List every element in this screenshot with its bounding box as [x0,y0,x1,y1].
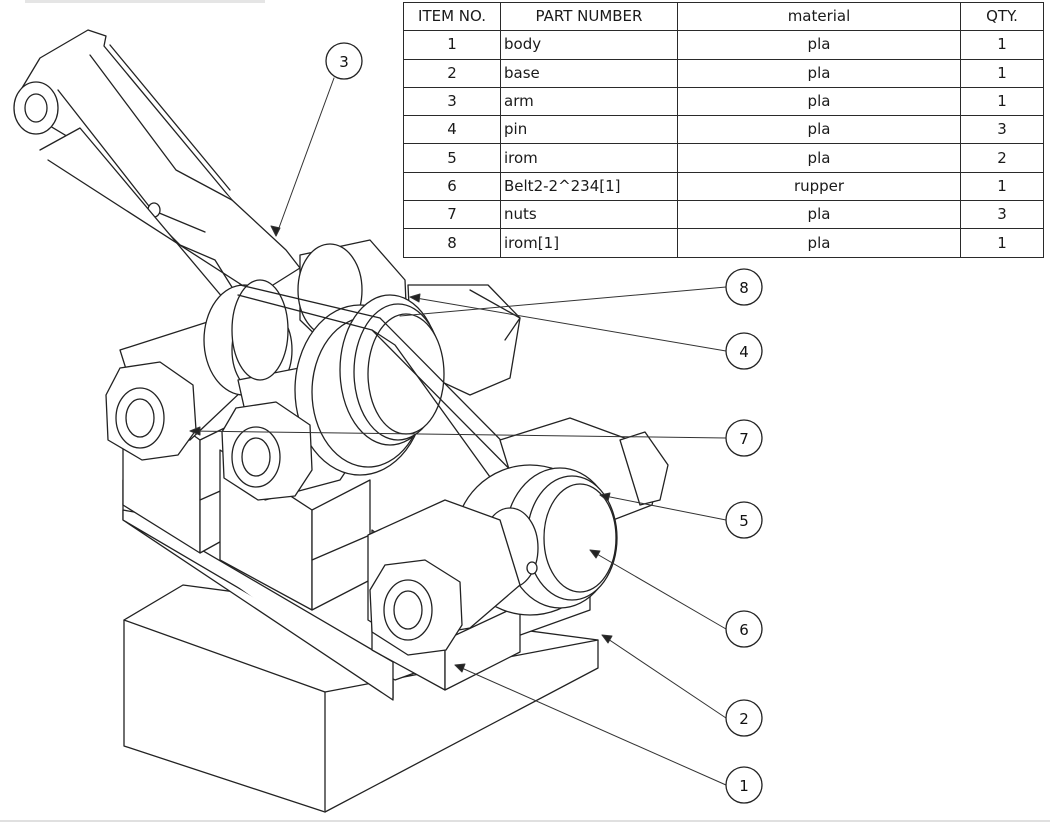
bom-item-no: 8 [403,228,501,258]
balloon-label: 6 [739,621,749,639]
bom-row: 2 base pla 1 [403,58,1044,88]
bom-part-number: body [500,30,678,60]
balloon-7: 7 [725,419,763,457]
balloon-6: 6 [725,610,763,648]
bom-item-no: 3 [403,86,501,117]
center-hex-nut [221,401,313,501]
front-hex-nut [369,559,463,656]
bom-part-number: pin [500,115,678,145]
bom-material: pla [677,143,961,173]
bom-material: pla [677,30,961,60]
bom-part-number: irom[1] [500,228,678,258]
bom-qty: 3 [960,200,1044,230]
bom-part-number: base [500,58,678,88]
bom-qty: 1 [960,171,1044,202]
bom-row: 4 pin pla 3 [403,115,1044,145]
bom-header-material: material [677,1,961,32]
bom-item-no: 1 [403,30,501,60]
sheet-bottom-border [0,820,1050,822]
bom-part-number: nuts [500,200,678,230]
bom-header-row: ITEM NO. PART NUMBER material QTY. [403,1,1044,32]
bom-material: pla [677,228,961,258]
bom-item-no: 4 [403,115,501,145]
bom-qty: 1 [960,58,1044,88]
bom-part-number: irom [500,143,678,173]
upper-pulleys [231,279,445,446]
bom-material: rupper [677,171,961,202]
bom-material: pla [677,115,961,145]
balloon-3: 3 [325,42,363,80]
bom-row: 3 arm pla 1 [403,86,1044,117]
balloon-label: 7 [739,430,749,448]
balloon-label: 8 [739,279,749,297]
bom-item-no: 5 [403,143,501,173]
bom-qty: 1 [960,30,1044,60]
balloon-5: 5 [725,501,763,539]
bom-header-qty: QTY. [960,1,1044,32]
bom-item-no: 6 [403,171,501,202]
bom-material: pla [677,58,961,88]
bom-row: 5 irom pla 2 [403,143,1044,173]
bom-part-number: Belt2-2^234[1] [500,171,678,202]
sheet-edge-mark [25,0,265,3]
bom-qty: 3 [960,115,1044,145]
lever-arm [13,29,301,331]
bill-of-materials-table: ITEM NO. PART NUMBER material QTY. 1 bod… [403,1,1044,258]
bom-row: 1 body pla 1 [403,30,1044,60]
balloon-1: 1 [725,766,763,804]
balloon-2: 2 [725,699,763,737]
bom-header-item: ITEM NO. [403,1,501,32]
bom-material: pla [677,200,961,230]
bom-qty: 1 [960,228,1044,258]
lower-pulley [454,464,618,616]
balloon-8: 8 [725,268,763,306]
bom-row: 7 nuts pla 3 [403,200,1044,230]
bom-item-no: 7 [403,200,501,230]
balloon-label: 3 [339,53,349,71]
bom-part-number: arm [500,86,678,117]
balloon-4: 4 [725,332,763,370]
balloon-label: 1 [739,777,749,795]
leader-lines [189,77,727,786]
balloon-label: 5 [739,512,749,530]
bom-header-part: PART NUMBER [500,1,678,32]
bom-row: 8 irom[1] pla 1 [403,228,1044,258]
bom-qty: 1 [960,86,1044,117]
balloon-label: 4 [739,343,749,361]
bom-qty: 2 [960,143,1044,173]
bom-item-no: 2 [403,58,501,88]
balloon-label: 2 [739,710,749,728]
bom-row: 6 Belt2-2^234[1] rupper 1 [403,171,1044,202]
bom-material: pla [677,86,961,117]
